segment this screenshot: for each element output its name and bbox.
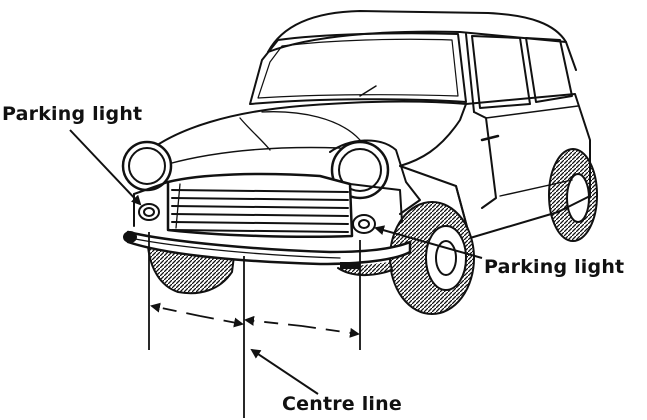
grille [166,172,354,238]
right-dimension-arrow-a [244,315,303,327]
label-centre-line: Centre line [282,393,402,415]
label-parking-light-left: Parking light [2,103,143,125]
left-dimension-arrow-a [150,302,201,317]
side-window-front [471,35,531,109]
leader-arrow-parking-right [374,225,483,259]
side-window-rear [525,37,573,103]
headlight-left [121,140,173,192]
parking-light-left-lamp [138,203,160,221]
left-dimension-arrow-b [199,315,244,328]
leader-arrow-centre-line [250,348,319,395]
parking-light-right-lamp [352,214,376,234]
windscreen [249,32,467,105]
leader-arrow-parking-left [69,129,142,206]
right-dimension-arrow-b [301,325,360,338]
bonnet [149,100,467,167]
front-wheel-right [389,201,475,315]
measurement-lines [148,232,361,418]
label-parking-light-right: Parking light [484,256,625,278]
car-roof [267,10,577,71]
rear-wheel [548,148,598,242]
front-bumper [123,230,412,269]
